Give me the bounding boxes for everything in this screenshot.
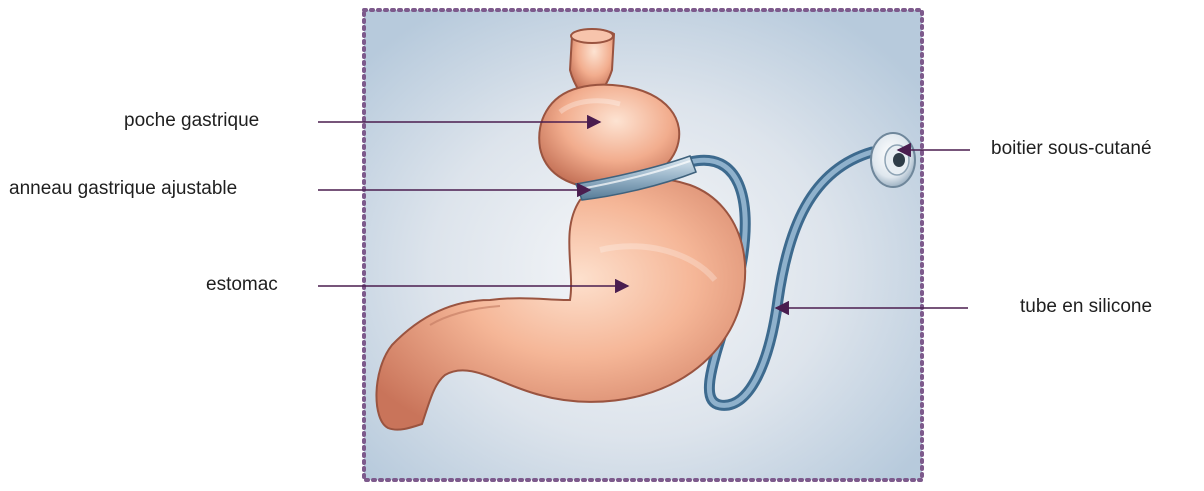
label-tube: tube en silicone (1020, 296, 1152, 318)
label-boitier: boitier sous-cutané (991, 138, 1152, 160)
label-estomac: estomac (206, 274, 278, 296)
label-anneau-gastrique: anneau gastrique ajustable (9, 178, 237, 200)
label-poche-gastrique: poche gastrique (124, 110, 259, 132)
subcutaneous-port (871, 133, 915, 187)
